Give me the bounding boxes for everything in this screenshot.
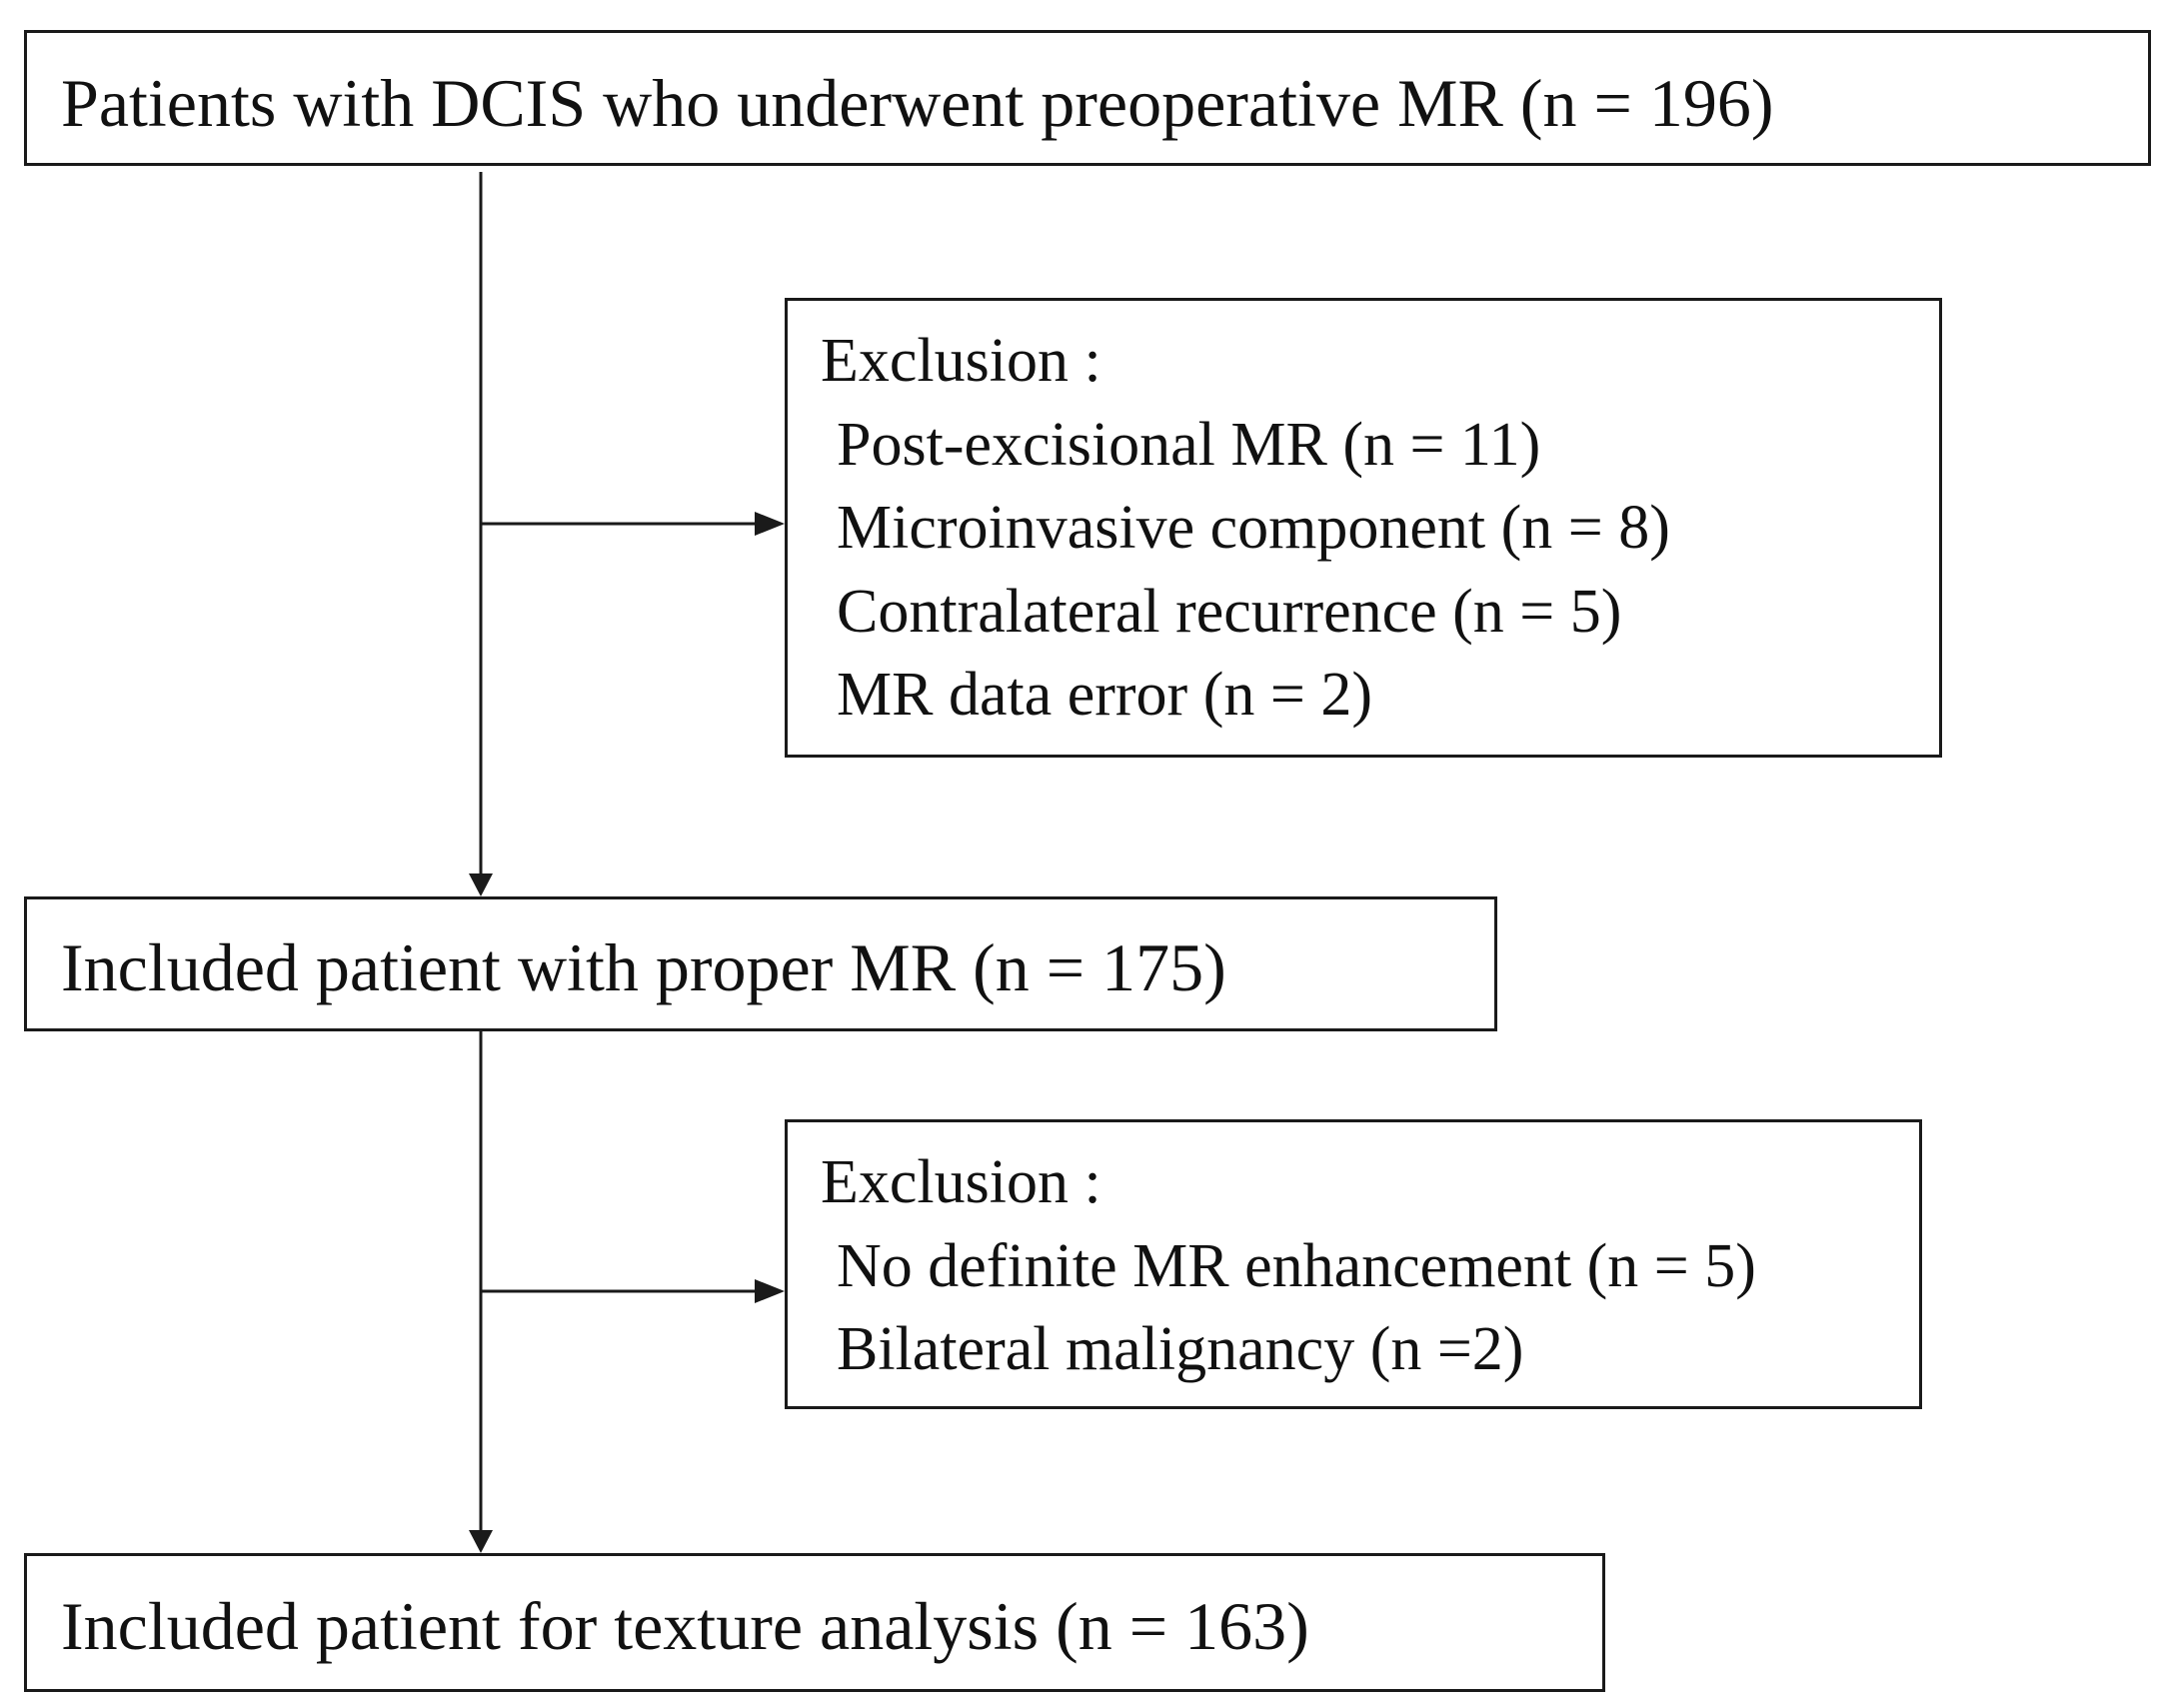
- step3-label: Included patient for texture analysis (n…: [61, 1588, 1309, 1664]
- exclusion2-item: No definite MR enhancement (n = 5): [837, 1232, 1756, 1300]
- exclusion2-box: Exclusion : No definite MR enhancement (…: [785, 1119, 1922, 1409]
- exclusion2-item: Bilateral malignancy (n =2): [837, 1315, 1524, 1383]
- arrowhead-exclusion1: [755, 512, 785, 536]
- arrowhead-exclusion2: [755, 1279, 785, 1303]
- exclusion1-box: Exclusion : Post-excisional MR (n = 11) …: [785, 298, 1942, 758]
- exclusion1-item: Microinvasive component (n = 8): [837, 494, 1670, 562]
- step1-label: Patients with DCIS who underwent preoper…: [61, 65, 1774, 141]
- step2-label: Included patient with proper MR (n = 175…: [61, 929, 1226, 1005]
- exclusion1-heading: Exclusion :: [821, 327, 1101, 395]
- arrowhead-step2: [469, 873, 493, 896]
- arrowhead-step3: [469, 1530, 493, 1553]
- exclusion1-item: Post-excisional MR (n = 11): [837, 411, 1541, 479]
- step3-box: Included patient for texture analysis (n…: [24, 1553, 1605, 1692]
- exclusion1-item: MR data error (n = 2): [837, 661, 1372, 729]
- step1-box: Patients with DCIS who underwent preoper…: [24, 30, 2151, 166]
- step2-box: Included patient with proper MR (n = 175…: [24, 896, 1497, 1031]
- exclusion2-heading: Exclusion :: [821, 1148, 1101, 1216]
- exclusion1-item: Contralateral recurrence (n = 5): [837, 578, 1622, 646]
